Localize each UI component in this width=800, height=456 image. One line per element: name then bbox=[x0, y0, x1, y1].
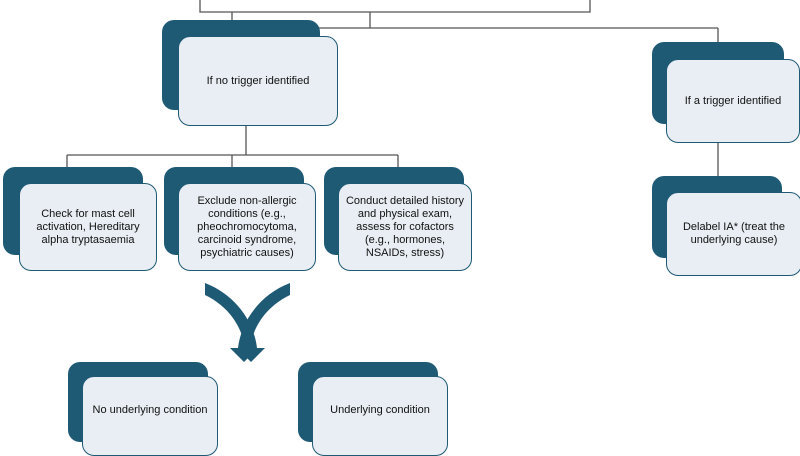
node-no-trigger-label: If no trigger identified bbox=[178, 36, 338, 126]
top-box-fragment bbox=[199, 0, 591, 13]
node-delabel-label: Delabel IA* (treat the underlying cause) bbox=[666, 192, 800, 276]
node-no-underlying-label: No underlying condition bbox=[82, 376, 218, 456]
crossing-arrows-icon bbox=[205, 283, 290, 362]
node-exclude-label: Exclude non-allergic conditions (e.g., p… bbox=[178, 183, 316, 271]
node-history-label: Conduct detailed history and physical ex… bbox=[338, 183, 472, 271]
node-mast-cell-label: Check for mast cell activation, Heredita… bbox=[19, 183, 157, 271]
node-trigger-label: If a trigger identified bbox=[666, 59, 800, 143]
node-underlying-label: Underlying condition bbox=[312, 376, 448, 456]
